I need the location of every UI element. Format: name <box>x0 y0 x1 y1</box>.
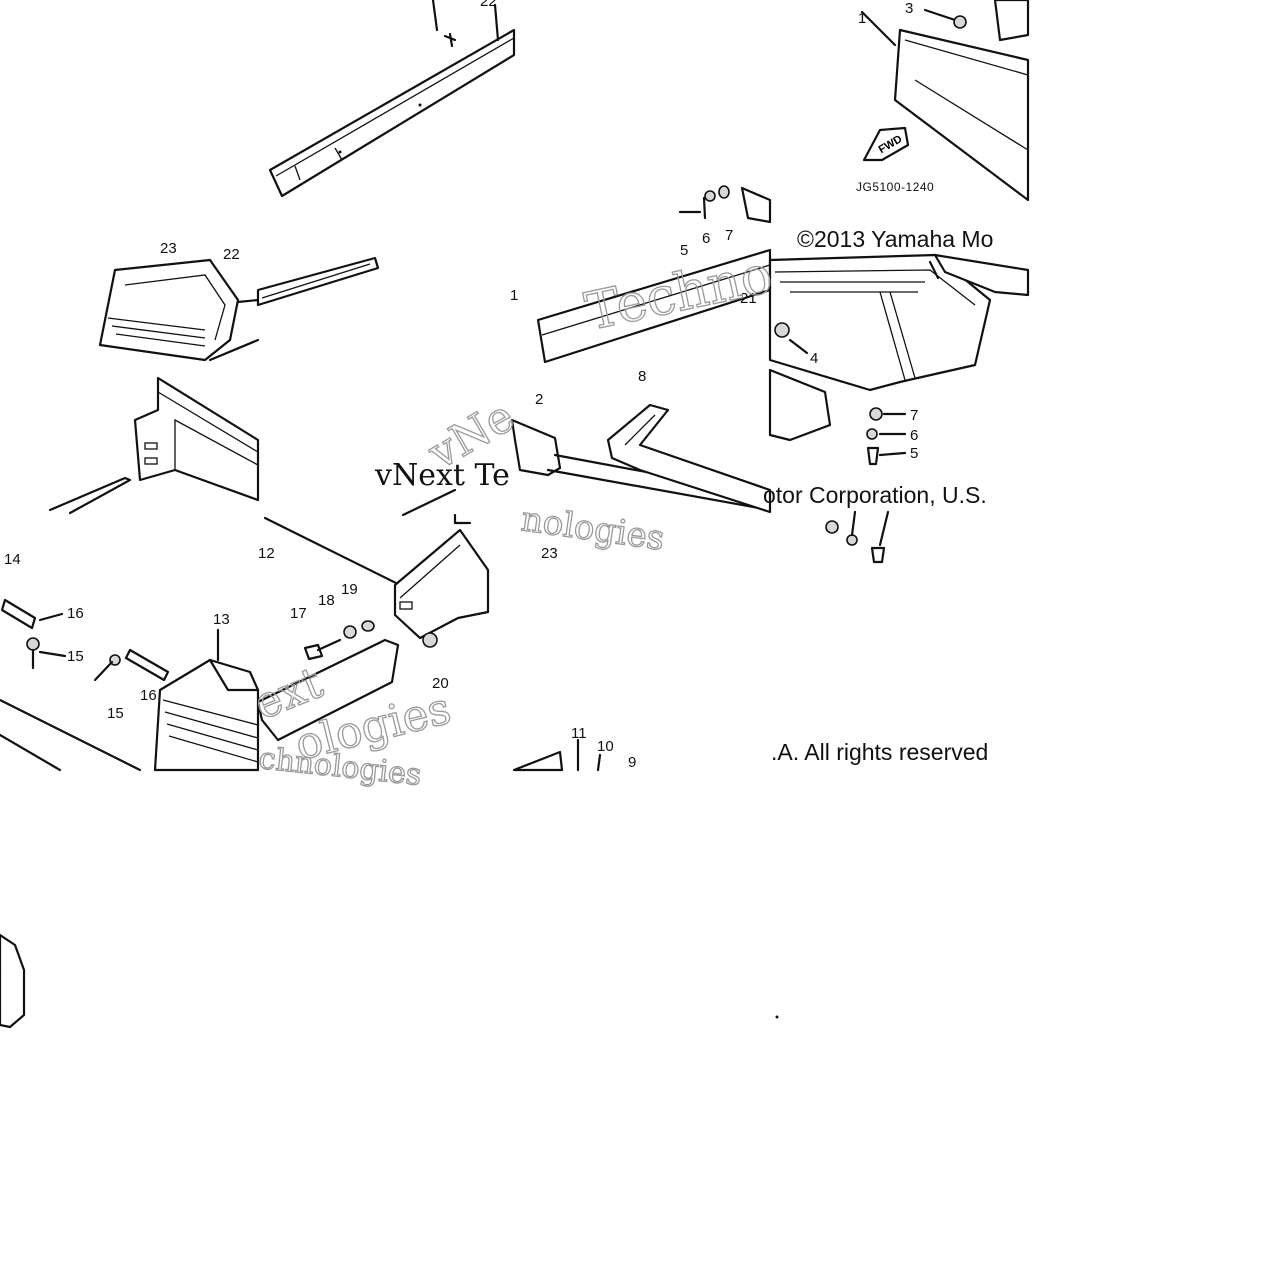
frame-lower <box>256 516 490 742</box>
callout-12: 12 <box>258 545 275 562</box>
copyright-part-1: ©2013 Yamaha Mo <box>797 226 993 252</box>
callout-7-mid: 7 <box>910 407 918 424</box>
diagram-code: JG5100-1240 <box>856 180 934 194</box>
bumper-part-13 <box>0 628 260 772</box>
callout-1-mid: 1 <box>510 287 518 304</box>
fasteners-bottom-right <box>825 510 890 564</box>
copyright-part-3: .A. All rights reserved <box>771 739 988 765</box>
callout-22-top: 22 <box>480 0 497 10</box>
bumper-part-8 <box>606 403 772 514</box>
rail-lower <box>256 256 380 307</box>
callout-14: 14 <box>4 551 21 568</box>
callout-3: 3 <box>905 0 913 17</box>
callout-17: 17 <box>290 605 307 622</box>
callout-20: 20 <box>432 675 449 692</box>
callout-9: 9 <box>628 754 636 771</box>
step-part-23 <box>98 258 260 362</box>
rail-part-21 <box>536 185 772 364</box>
callout-6-mid: 6 <box>910 427 918 444</box>
callout-6-top: 6 <box>702 230 710 247</box>
watermark-fragment-6: chnologies <box>257 741 423 793</box>
callout-4: 4 <box>810 350 818 367</box>
fasteners-17-20 <box>303 620 438 661</box>
cover-part-1 <box>860 0 1030 202</box>
callout-18: 18 <box>318 592 335 609</box>
callout-19: 19 <box>341 581 358 598</box>
callout-5-top: 5 <box>680 242 688 259</box>
callout-16-a: 16 <box>67 605 84 622</box>
watermark-fragment-1: Techno <box>580 245 777 343</box>
callout-23-lower: 23 <box>541 545 558 562</box>
callout-23-step: 23 <box>160 240 177 257</box>
callout-5-mid: 5 <box>910 445 918 462</box>
part-fragment-bottom-left <box>0 933 26 1029</box>
callout-8: 8 <box>638 368 646 385</box>
callout-21: 21 <box>740 290 757 307</box>
watermark-solid: vNext Te <box>374 458 510 493</box>
part-9-11 <box>512 738 602 772</box>
callout-10: 10 <box>597 738 614 755</box>
body-panel <box>768 253 1030 466</box>
link-part-16 <box>0 598 170 682</box>
fwd-arrow <box>862 126 910 162</box>
callout-13: 13 <box>213 611 230 628</box>
bolt-part-15 <box>26 637 121 682</box>
callout-15-a: 15 <box>67 648 84 665</box>
rail-part-22 <box>268 0 516 198</box>
dot-mark <box>775 1015 779 1019</box>
callout-11: 11 <box>571 725 587 742</box>
plate-part-23-lower <box>401 488 472 525</box>
callout-15-b: 15 <box>107 705 124 722</box>
callout-22-step: 22 <box>223 246 240 263</box>
callout-16-b: 16 <box>140 687 157 704</box>
callout-7-top: 7 <box>725 227 733 244</box>
frame-member <box>48 376 260 515</box>
callout-2: 2 <box>535 391 543 408</box>
copyright-part-2: otor Corporation, U.S. <box>763 482 987 508</box>
callout-1-top: 1 <box>858 10 866 27</box>
